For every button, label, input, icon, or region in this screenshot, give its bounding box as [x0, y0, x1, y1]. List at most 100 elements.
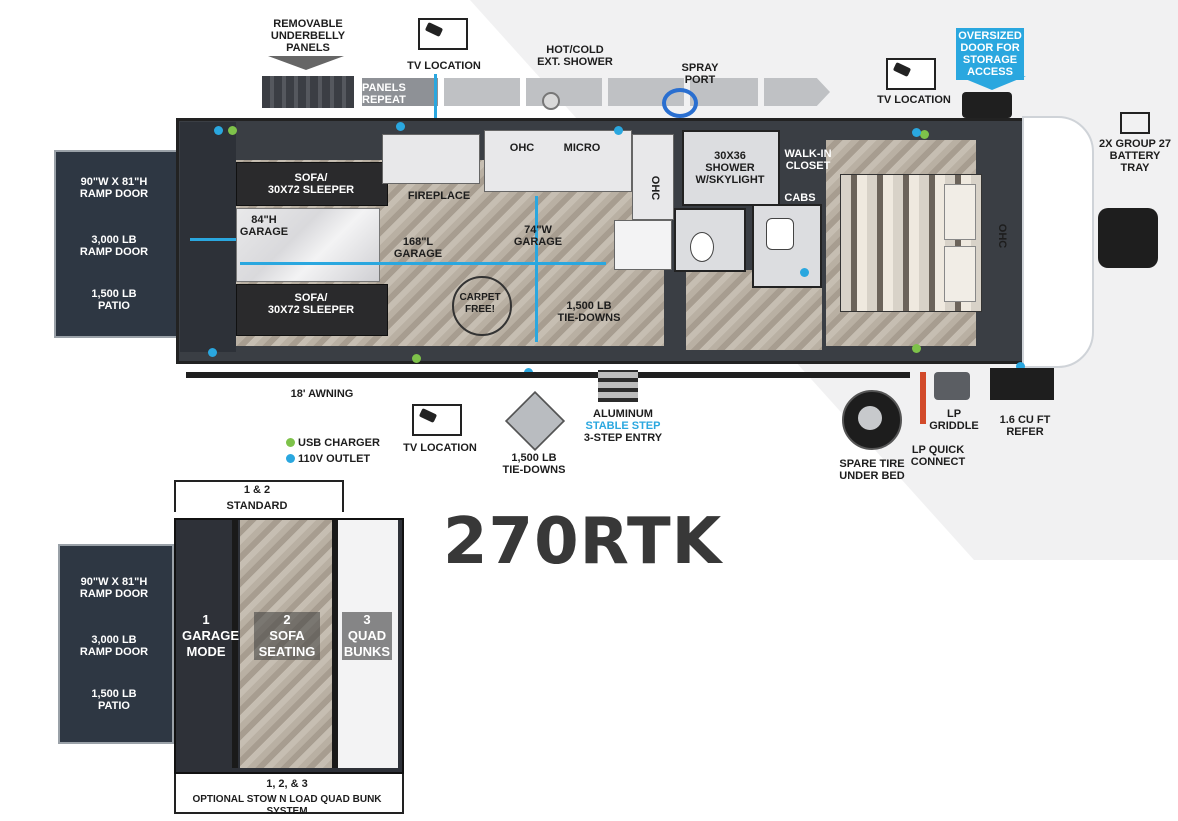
outlet-dot	[614, 126, 623, 135]
tv-icon	[418, 18, 468, 50]
garage-pad	[236, 208, 380, 282]
refer-icon	[990, 368, 1054, 400]
mode-3-label: 3 QUAD BUNKS	[342, 612, 392, 660]
patio-label: 1,500 LB PATIO	[91, 288, 137, 312]
underbelly-panel	[362, 78, 438, 106]
cabs-label: CABS	[784, 192, 816, 204]
mode-1-label: 1 GARAGE MODE	[182, 612, 240, 659]
garage-depth-arrow	[190, 238, 236, 241]
usb-charger-dot	[228, 126, 237, 135]
tie-downs-interior-label: 1,500 LB TIE-DOWNS	[557, 300, 621, 324]
ohc-bedroom-label: OHC	[996, 223, 1008, 249]
battery-icon	[1120, 112, 1150, 134]
rim-icon	[858, 406, 882, 430]
underbelly-panel	[444, 78, 520, 106]
standard-top-label: 1 & 2	[243, 484, 271, 496]
garage-length-arrow	[240, 262, 606, 265]
outlet-dot	[912, 128, 921, 137]
inset-divider	[332, 520, 338, 768]
outlet-dot	[214, 126, 223, 135]
underbelly-panel	[526, 78, 602, 106]
spray-port-label: SPRAY PORT	[681, 62, 719, 86]
standard-label: STANDARD	[226, 500, 288, 512]
battery-tray-label: 2X GROUP 27 BATTERY TRAY	[1099, 138, 1171, 174]
tv-location-bottom-label: TV LOCATION	[403, 442, 477, 454]
stable-step-label: STABLE STEP	[585, 420, 661, 432]
griddle-icon	[934, 372, 970, 400]
tv-location-right-label: TV LOCATION	[877, 94, 951, 106]
underbelly-panel	[764, 78, 830, 106]
tv-location-top-label: TV LOCATION	[407, 60, 481, 72]
shower-head-icon	[542, 92, 560, 110]
inset-patio-label: 1,500 LB PATIO	[91, 688, 137, 712]
kitchen-counter	[484, 130, 632, 192]
hitch	[1098, 208, 1158, 268]
carpet-free-badge	[452, 276, 512, 336]
sink-icon	[766, 218, 794, 250]
fireplace-label: FIREPLACE	[407, 190, 471, 202]
underbelly-panel	[690, 78, 758, 106]
optional-bracket	[174, 774, 404, 814]
oversized-door-label: OVERSIZED DOOR FOR STORAGE ACCESS	[956, 28, 1024, 80]
optional-nums-label: 1, 2, & 3	[266, 778, 308, 790]
walk-in-closet-label: WALK-IN CLOSET	[784, 148, 832, 172]
garage-width-arrow	[535, 196, 538, 342]
panels-repeat-label: PANELS REPEAT	[362, 82, 406, 106]
standard-bracket	[174, 480, 344, 512]
step-icon	[598, 370, 638, 402]
fridge-block	[614, 220, 672, 270]
underbelly-panel-arrow	[262, 76, 354, 108]
inset-ramp-weight-label: 3,000 LB RAMP DOOR	[79, 634, 149, 658]
model-name: 270RTK	[443, 505, 723, 579]
spare-tire-label: SPARE TIRE UNDER BED	[839, 458, 905, 482]
entry-label: 3-STEP ENTRY	[583, 432, 663, 444]
garage-height-label: 84"H GARAGE	[239, 214, 289, 238]
sofa-top-label: SOFA/ 30x72 SLEEPER	[267, 172, 355, 196]
outlet-dot	[800, 268, 809, 277]
shower-stall	[682, 130, 780, 206]
inset-ramp-size-label: 90"W x 81"H RAMP DOOR	[79, 576, 149, 600]
ramp-door-weight-label: 3,000 LB RAMP DOOR	[79, 234, 149, 258]
mode-2-label: 2 SOFA SEATING	[254, 612, 320, 660]
awning-bar	[186, 372, 910, 378]
awning-label: 18' AWNING	[290, 388, 354, 400]
outlet-dot	[208, 348, 217, 357]
tie-downs-label: 1,500 LB TIE-DOWNS	[502, 452, 566, 476]
pillow	[944, 246, 976, 302]
usb-charger-dot	[412, 354, 421, 363]
down-arrow-icon	[268, 56, 344, 70]
sofa-top	[236, 162, 388, 206]
ohc-side-label: OHC	[649, 175, 661, 201]
legend-outlet-dot	[286, 454, 295, 463]
storage-door	[962, 92, 1012, 118]
usb-charger-dot	[912, 344, 921, 353]
ohc-kitchen-label: OHC	[509, 142, 535, 154]
legend-usb-label: USB CHARGER	[298, 437, 380, 449]
inset-ramp-door	[58, 544, 174, 744]
lp-connect-icon	[920, 372, 926, 424]
rear-wall	[180, 122, 236, 352]
refer-label: 1.6 CU FT REFER	[999, 414, 1051, 438]
carpet-free-label: CARPET FREE!	[459, 292, 501, 315]
fireplace-cabinet	[382, 134, 480, 184]
tie-down-icon	[504, 390, 566, 452]
tv-pointer-line	[434, 74, 437, 130]
legend-outlet-label: 110V OUTLET	[298, 453, 371, 465]
pillow	[944, 184, 976, 240]
sofa-bottom-label: SOFA/ 30x72 SLEEPER	[267, 292, 355, 316]
toilet-icon	[690, 232, 714, 262]
legend-usb-dot	[286, 438, 295, 447]
ramp-door-size-label: 90"W x 81"H RAMP DOOR	[79, 176, 149, 200]
spray-hose-icon	[662, 88, 698, 118]
micro-label: MICRO	[563, 142, 601, 154]
garage-width-label: 74"W GARAGE	[513, 224, 563, 248]
aluminum-label: ALUMINUM	[593, 408, 653, 420]
optional-label: OPTIONAL STOW N LOAD QUAD BUNK SYSTEM	[192, 794, 382, 817]
sofa-bottom	[236, 284, 388, 336]
down-arrow-icon	[958, 76, 1026, 90]
tv-icon	[412, 404, 462, 436]
removable-underbelly-label: REMOVABLE UNDERBELLY PANELS	[270, 18, 346, 54]
garage-length-label: 168"L GARAGE	[393, 236, 443, 260]
front-cap	[1022, 116, 1094, 368]
inset-divider	[232, 520, 238, 768]
